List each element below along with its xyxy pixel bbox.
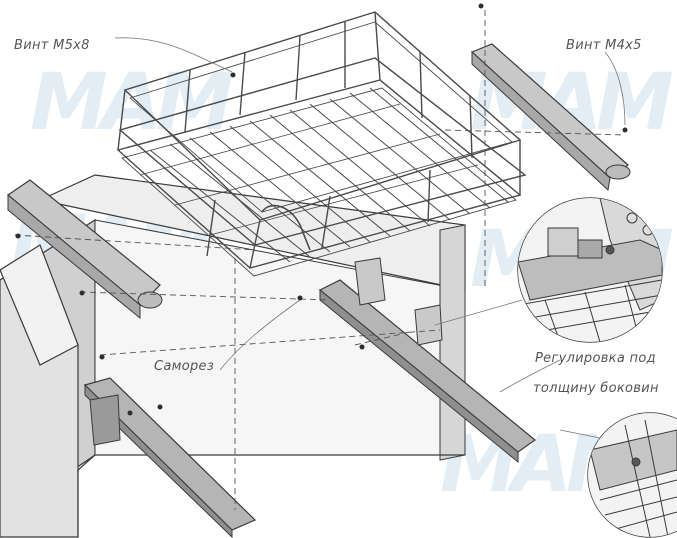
- label-self-tapping-screw: Саморез: [154, 359, 215, 374]
- leader-lines: [114, 37, 626, 441]
- watermark-top-left: MAM: [30, 58, 234, 148]
- wire-basket: [116, 11, 527, 277]
- detail-circle-wall-thickness: [587, 412, 677, 538]
- cabinet-left-side: [0, 218, 96, 538]
- label-adjustment-line2: толщину боковин: [533, 381, 659, 396]
- left-bracket: [7, 179, 163, 320]
- label-screw-m4x5: Винт М4х5: [566, 38, 642, 53]
- detail-circle-adjustment: [517, 197, 663, 343]
- label-screw-m5x8: Винт М5х8: [14, 38, 90, 53]
- right-bracket: [470, 43, 631, 191]
- screws: [15, 3, 628, 416]
- label-adjustment-line1: Регулировка под: [535, 351, 656, 366]
- slide-left: [83, 377, 257, 538]
- assembly-guides: [14, 10, 626, 510]
- cabinet-bottom-edge: [77, 454, 465, 537]
- slide-right: [318, 257, 536, 464]
